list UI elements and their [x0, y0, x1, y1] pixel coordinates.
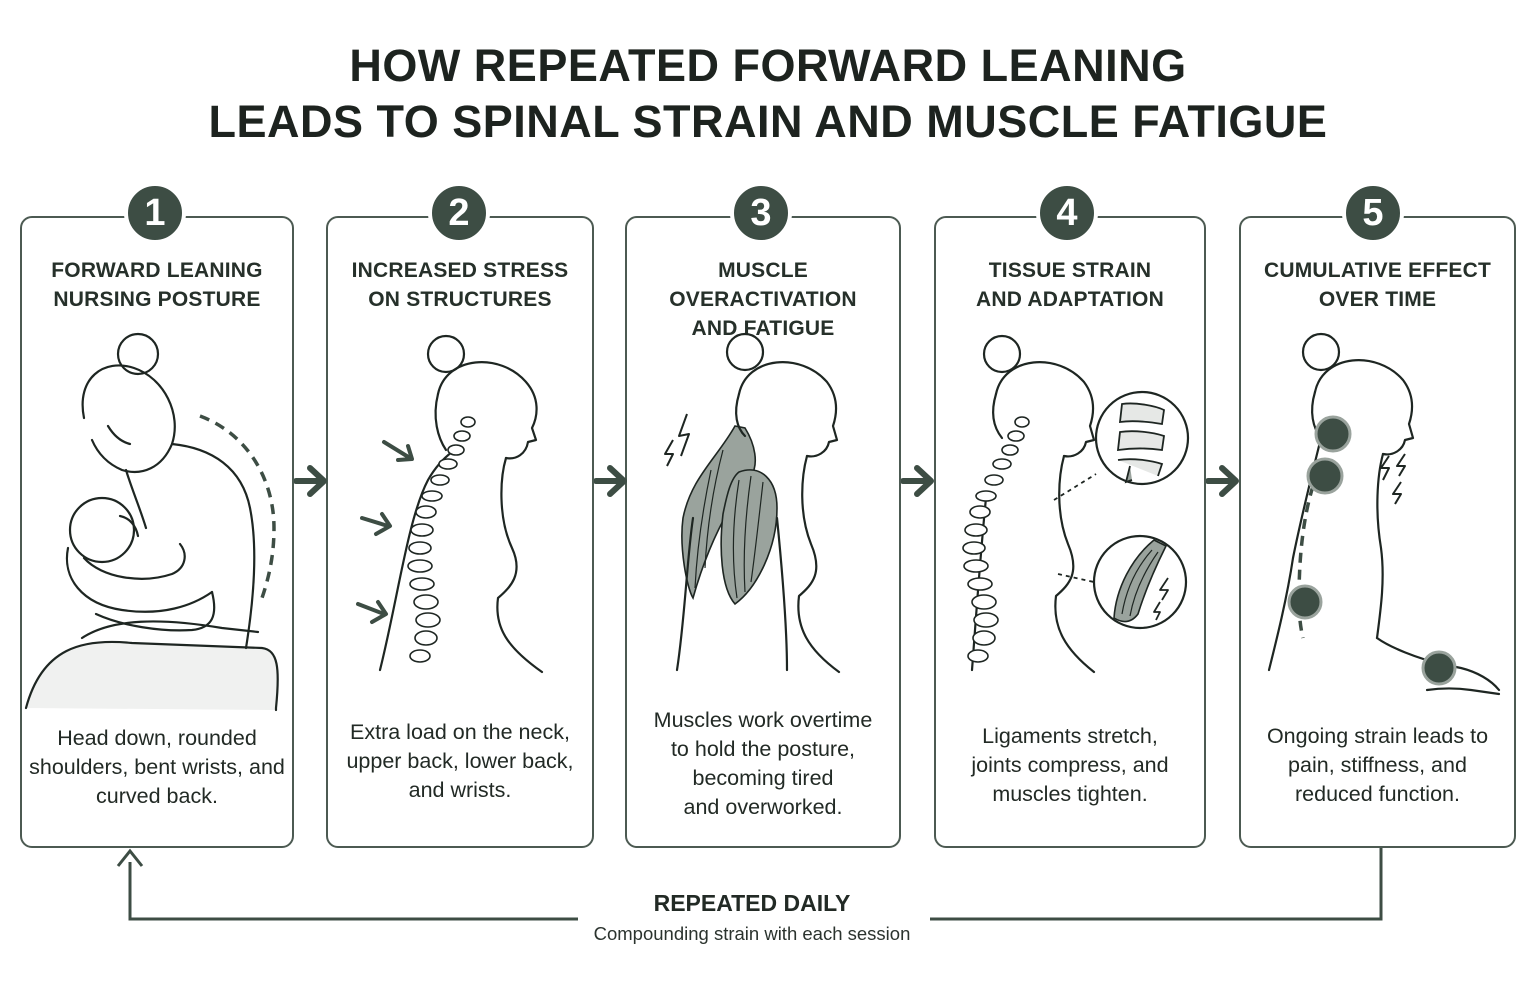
stress-structures-illustration	[356, 334, 544, 674]
step-arrow-4-to-5	[1206, 465, 1239, 497]
step-arrow-3-to-4	[901, 465, 934, 497]
strain-lightning-icon	[1153, 577, 1169, 621]
tissue-strain-illustration	[962, 334, 1190, 674]
cumulative-effect-illustration	[1267, 332, 1501, 696]
muscle-fatigue-illustration	[664, 332, 841, 674]
step-5-description: Ongoing strain leads to pain, stiffness,…	[1266, 724, 1489, 806]
step-5-badge: 5	[1342, 182, 1404, 244]
step-1-title: FORWARD LEANING NURSING POSTURE	[51, 259, 263, 311]
step-2-panel: INCREASED STRESS ON STRUCTURES	[326, 216, 594, 848]
repeat-loop-title: REPEATED DAILY	[653, 890, 851, 916]
trapezius-muscle	[681, 425, 757, 601]
step-3-description: Muscles work overtime to hold the postur…	[653, 708, 873, 819]
step-5-panel: CUMULATIVE EFFECT OVER TIME Ongoing s	[1239, 216, 1516, 848]
spine-vertebrae	[962, 416, 1030, 663]
step-arrow-2-to-3	[594, 465, 627, 497]
step-2-badge: 2	[428, 182, 490, 244]
diagram-title: HOW REPEATED FORWARD LEANING LEADS TO SP…	[0, 38, 1536, 150]
step-2-title: INCREASED STRESS ON STRUCTURES	[351, 259, 569, 311]
step-3-badge: 3	[730, 182, 792, 244]
repeat-loop-subtitle: Compounding strain with each session	[593, 923, 911, 944]
step-5-title: CUMULATIVE EFFECT OVER TIME	[1264, 259, 1491, 311]
step-1-panel: FORWARD LEANING NURSING POSTURE	[20, 216, 294, 848]
title-line-2: LEADS TO SPINAL STRAIN AND MUSCLE FATIGU…	[208, 96, 1328, 147]
step-1-description: Head down, rounded shoulders, bent wrist…	[29, 726, 285, 808]
title-line-1: HOW REPEATED FORWARD LEANING	[349, 40, 1187, 91]
pressure-arrows	[356, 440, 414, 624]
step-arrow-1-to-2	[294, 465, 327, 497]
pain-lightning-icon	[1380, 453, 1406, 505]
step-4-badge: 4	[1036, 182, 1098, 244]
step-4-description: Ligaments stretch, joints compress, and …	[971, 724, 1169, 806]
step-1-badge: 1	[124, 182, 186, 244]
step-4-title: TISSUE STRAIN AND ADAPTATION	[976, 259, 1164, 311]
fatigue-lightning-icon	[664, 413, 690, 467]
step-2-description: Extra load on the neck, upper back, lowe…	[346, 720, 574, 802]
spine-vertebrae	[407, 416, 476, 663]
nursing-posture-illustration	[24, 332, 279, 712]
step-4-panel: TISSUE STRAIN AND ADAPTATION	[934, 216, 1206, 848]
step-3-panel: MUSCLE OVERACTIVATION AND FATIGUE Muscl	[625, 216, 901, 848]
pain-points	[1287, 415, 1457, 686]
step-3-title: MUSCLE OVERACTIVATION AND FATIGUE	[669, 259, 857, 340]
shoulder-muscle	[720, 469, 778, 606]
